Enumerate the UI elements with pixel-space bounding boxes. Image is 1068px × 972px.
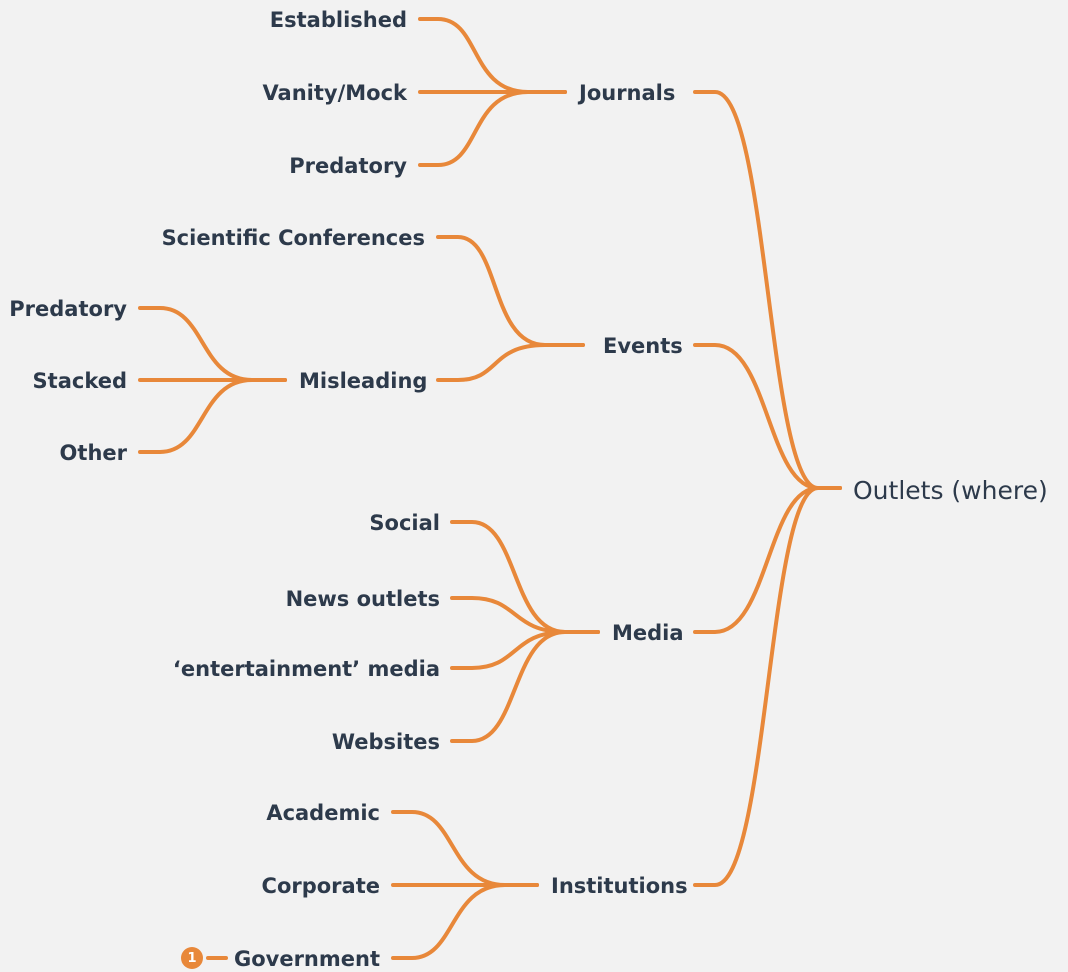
connector-events-misleading [436, 343, 585, 382]
note-count-badge[interactable]: 1 [181, 947, 203, 969]
node-government[interactable]: Government [233, 947, 380, 971]
node-institutions[interactable]: Institutions [551, 874, 688, 898]
connector-media-social [450, 520, 600, 634]
node-scientific-conferences[interactable]: Scientific Conferences [161, 226, 425, 250]
connector-root-institutions [693, 486, 842, 887]
node-stacked[interactable]: Stacked [32, 369, 127, 393]
connector-misleading-other [138, 378, 287, 454]
node-entertainment-media[interactable]: ‘entertainment’ media [172, 657, 440, 681]
node-journals-predatory[interactable]: Predatory [289, 154, 407, 178]
connector-media-news [450, 596, 600, 634]
node-corporate[interactable]: Corporate [261, 874, 380, 898]
node-events[interactable]: Events [603, 334, 683, 358]
root-node-outlets[interactable]: Outlets (where) [853, 476, 1048, 505]
connector-root-events [693, 343, 842, 490]
connector-root-journals [693, 90, 842, 490]
node-vanity-mock[interactable]: Vanity/Mock [262, 81, 407, 105]
node-social[interactable]: Social [369, 511, 440, 535]
node-established[interactable]: Established [269, 8, 407, 32]
node-misleading[interactable]: Misleading [299, 369, 428, 393]
connector-events-scientific [436, 235, 585, 347]
connector-institutions-government [391, 883, 539, 960]
node-news-outlets[interactable]: News outlets [285, 587, 440, 611]
connector-journals-predatory [418, 90, 567, 167]
node-websites[interactable]: Websites [331, 730, 440, 754]
connector-media-websites [450, 630, 600, 743]
node-other[interactable]: Other [59, 441, 127, 465]
connector-institutions-academic [391, 810, 539, 887]
node-misleading-predatory[interactable]: Predatory [9, 297, 127, 321]
connector-root-media [693, 486, 842, 634]
node-journals[interactable]: Journals [579, 81, 676, 105]
connector-journals-established [418, 17, 567, 94]
node-media[interactable]: Media [612, 621, 684, 645]
node-academic[interactable]: Academic [266, 801, 380, 825]
connector-misleading-predatory [138, 306, 287, 382]
